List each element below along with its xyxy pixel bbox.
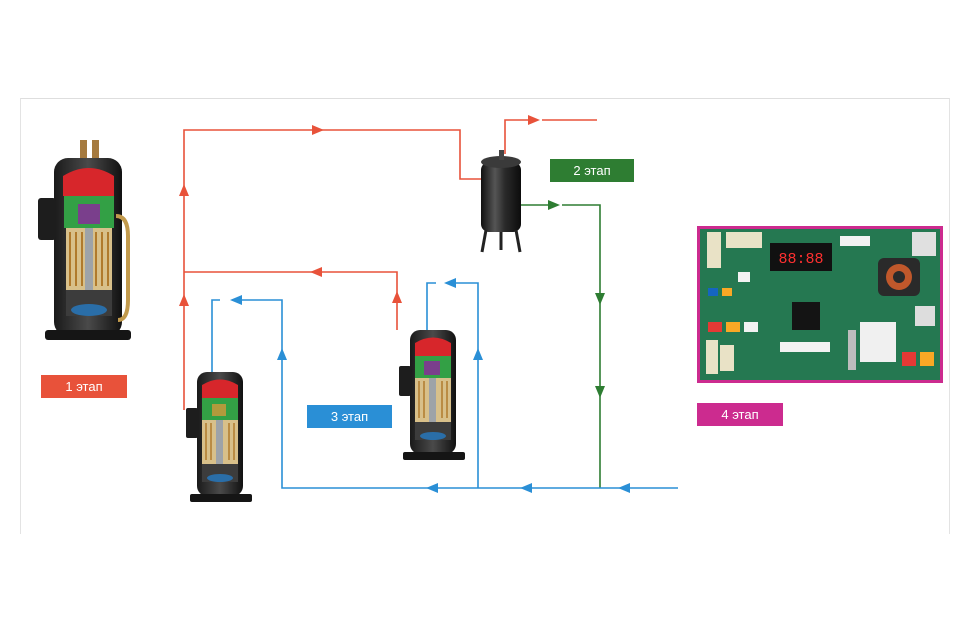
- green-arrows: [548, 200, 605, 398]
- stage-2-label: 2 этап: [550, 159, 634, 182]
- small-compressor-cutaway-right: [399, 330, 465, 460]
- stage-3-label: 3 этап: [307, 405, 392, 428]
- green-liquid-line: [521, 204, 601, 488]
- large-compressor-cutaway: [38, 140, 131, 340]
- stage-1-label: 1 этап: [41, 375, 127, 398]
- small-compressor-cutaway-left: [186, 372, 252, 502]
- board-display: 88:88: [778, 251, 823, 268]
- oil-separator-tank: [480, 150, 522, 253]
- stage-4-label: 4 этап: [697, 403, 783, 426]
- blue-suction-lines: [211, 282, 678, 489]
- red-arrows: [179, 115, 540, 306]
- inverter-control-board: 88:88: [697, 226, 943, 383]
- red-discharge-lines: [183, 119, 597, 410]
- blue-arrows: [230, 278, 630, 493]
